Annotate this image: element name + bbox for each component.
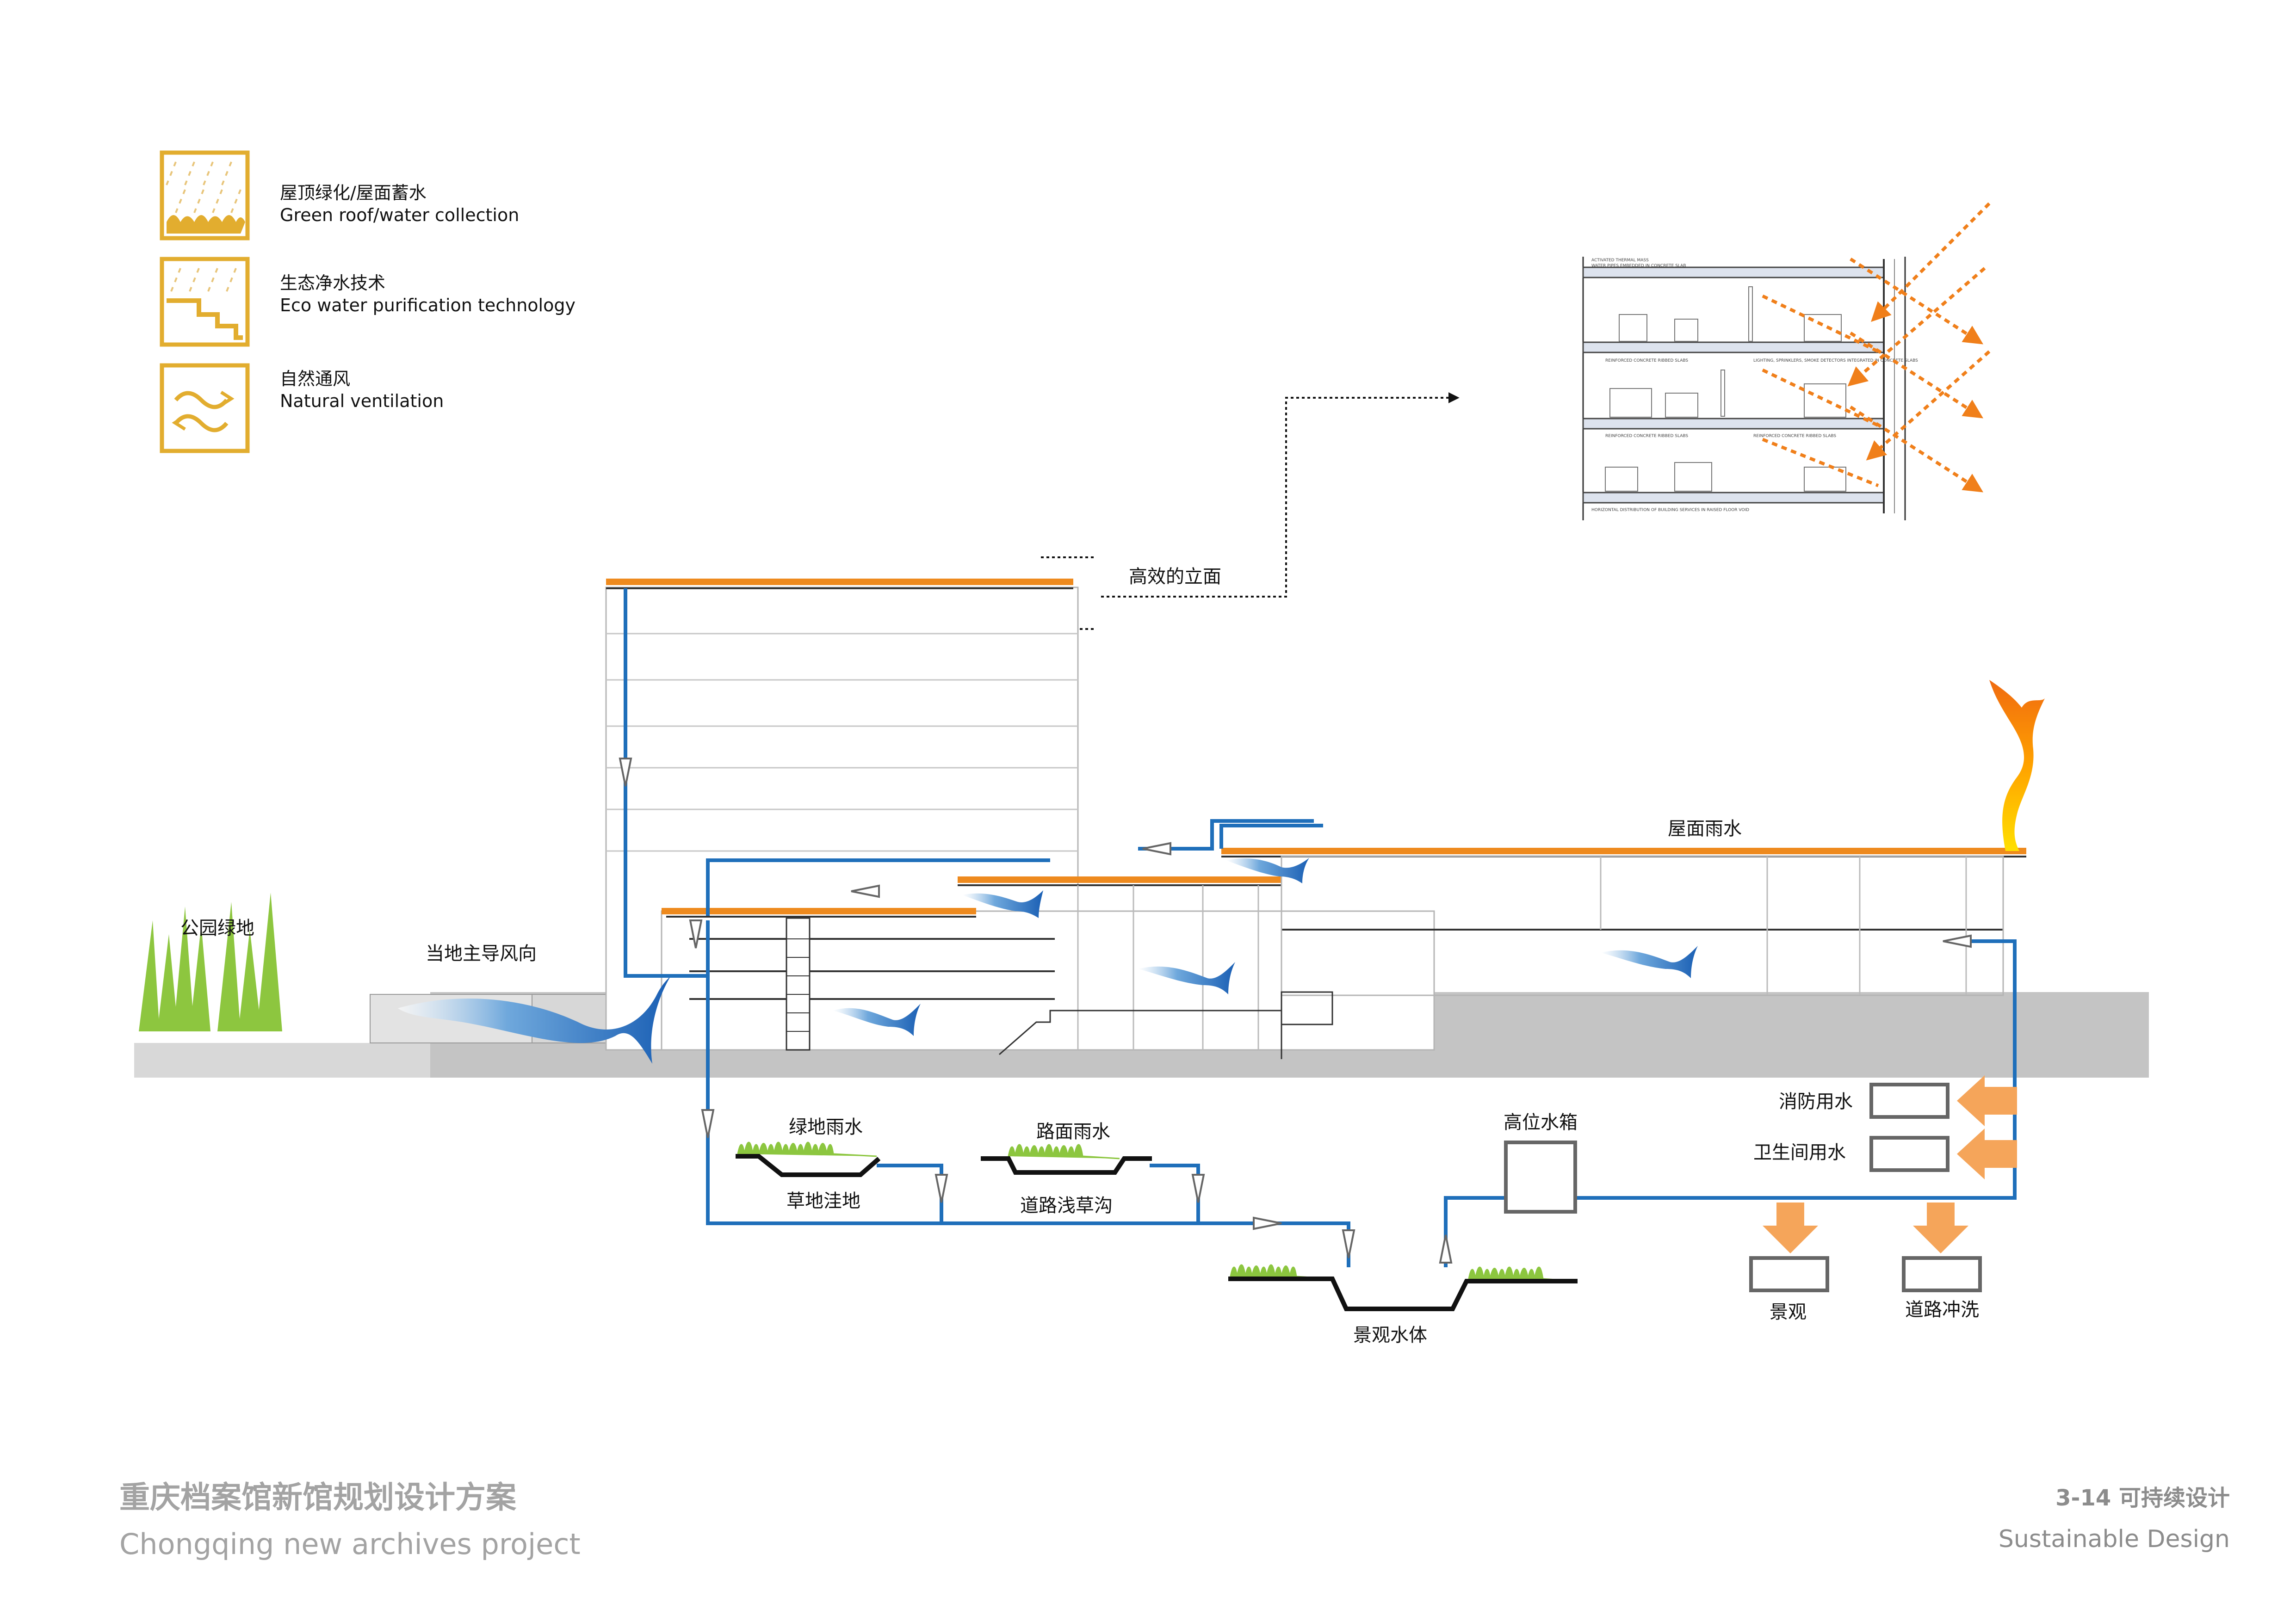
green-rain-label: 绿地雨水 [789,1116,863,1138]
landscape-pond [1228,1264,1578,1311]
footer-title-zh: 重庆档案馆新馆规划设计方案 [119,1480,517,1515]
supply-arrows [1763,1075,2017,1253]
sun-ray-arrows [1762,202,1991,493]
detail-note-1: ACTIVATED THERMAL MASS [1591,258,1649,263]
legend-item-1-zh: 屋顶绿化/屋面蓄水 [280,183,427,203]
detail-note-4: LIGHTING, SPRINKLERS, SMOKE DETECTORS IN… [1753,358,1918,363]
landscape-pond-label: 景观水体 [1353,1325,1427,1346]
legend-item-2-zh: 生态净水技术 [280,273,385,293]
grass-pit [736,1141,881,1177]
ventilation-icon [160,363,250,453]
wind-flow-arrows [398,858,1698,1064]
park-label: 公园绿地 [180,918,254,939]
landscape-label: 景观 [1770,1301,1807,1323]
detail-note-3: REINFORCED CONCRETE RIBBED SLABS [1605,358,1688,363]
legend-item-3-zh: 自然通风 [280,369,350,389]
page-subtitle: Sustainable Design [1999,1525,2230,1553]
page-number: 3-14 可持续设计 [2055,1485,2230,1511]
eco-water-icon [160,257,250,347]
road-swale [981,1144,1152,1175]
detail-note-6: REINFORCED CONCRETE RIBBED SLABS [1753,434,1836,438]
legend-item-2-en: Eco water purification technology [280,295,576,315]
legend-item-1-en: Green roof/water collection [280,205,519,225]
high-tank-icon [1504,1141,1577,1214]
stack-exhaust-icon [1989,680,2045,851]
detail-furniture [1605,286,1846,492]
road-rain-label: 路面雨水 [1036,1121,1110,1142]
facade-callout: 高效的立面 [1041,392,1460,630]
building-section [605,579,2026,1059]
facade-label: 高效的立面 [1129,566,1221,587]
legend-item-3-en: Natural ventilation [280,391,444,411]
toilet-water-label: 卫生间用水 [1753,1142,1846,1163]
high-tank-label: 高位水箱 [1504,1112,1578,1133]
footer-title-en: Chongqing new archives project [119,1527,581,1561]
detail-note-7: HORIZONTAL DISTRIBUTION OF BUILDING SERV… [1591,508,1749,512]
detail-note-5: REINFORCED CONCRETE RIBBED SLABS [1605,434,1688,438]
park-trees [139,893,282,1031]
road-wash-label: 道路冲洗 [1905,1299,1979,1320]
detail-slabs [1582,259,1895,513]
roof-rain-label: 屋面雨水 [1668,818,1742,839]
legend: 屋顶绿化/屋面蓄水 Green roof/water collection 生态… [160,150,576,453]
road-swale-label: 道路浅草沟 [1020,1195,1113,1216]
flow-direction-markers [619,758,1972,1264]
wind-label: 当地主导风向 [426,943,537,964]
tall-block-floors [606,633,1078,852]
fire-water-label: 消防用水 [1779,1091,1853,1112]
detail-note-2: WATER PIPES EMBEDDED IN CONCRETE SLAB [1591,264,1686,268]
facade-detail-section: ACTIVATED THERMAL MASS WATER PIPES EMBED… [1578,202,1991,523]
grass-pit-label: 草地洼地 [786,1190,860,1212]
water-use-boxes [1749,1083,1982,1292]
green-roof-icon [160,150,250,241]
